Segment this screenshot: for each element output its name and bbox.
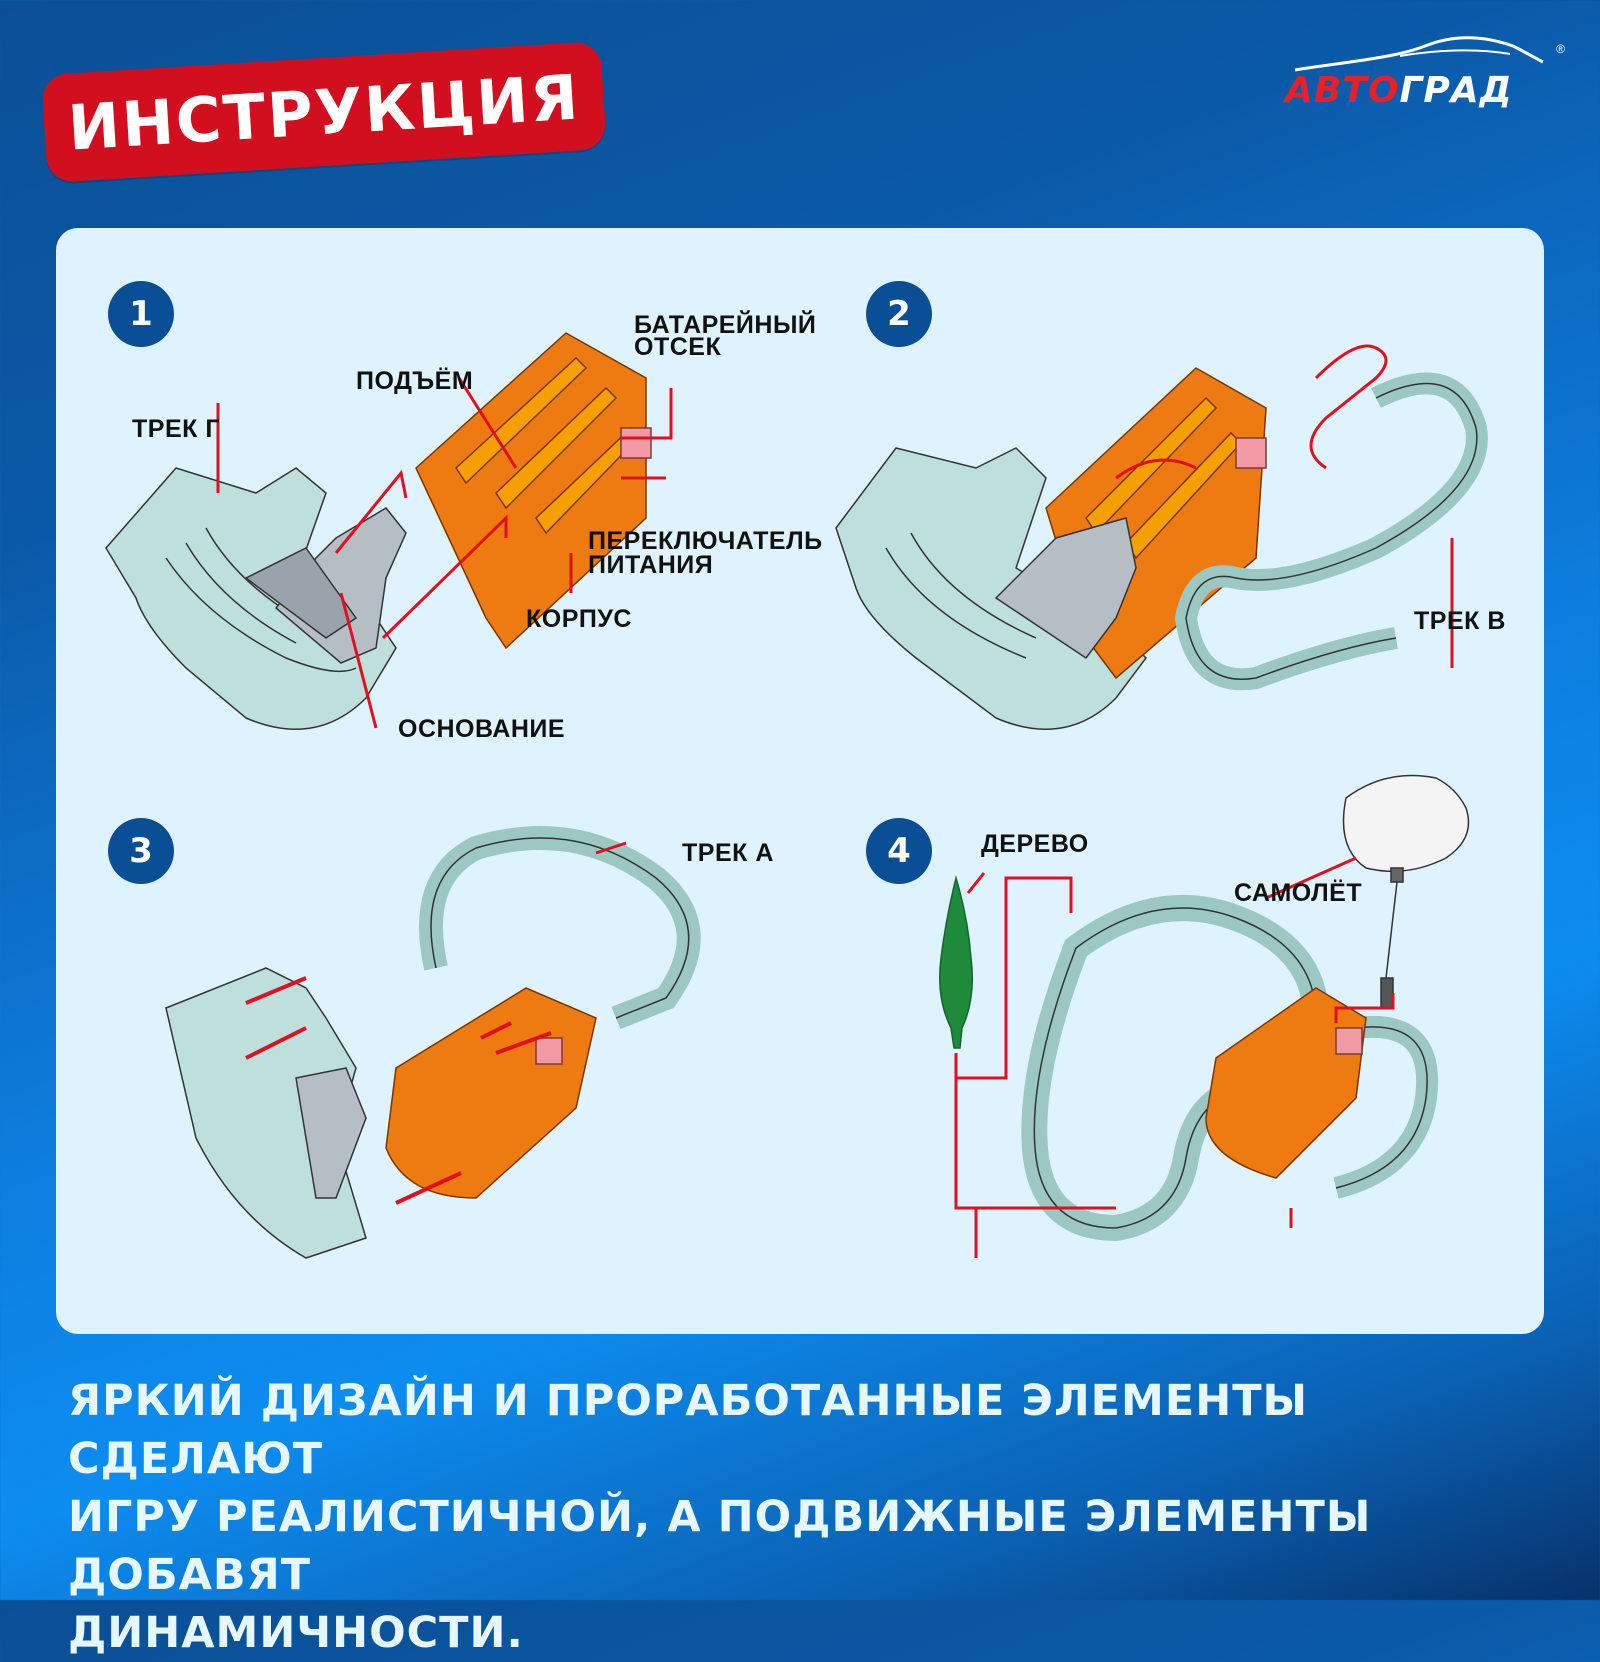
- base-part-icon: [295, 1067, 367, 1199]
- lift-body-icon: [1205, 987, 1367, 1179]
- label-lift: ПОДЪЁМ: [356, 367, 474, 395]
- step-4-illustration: [939, 774, 1470, 1258]
- label-body: КОРПУС: [526, 605, 632, 633]
- step-2-badge: 2: [866, 281, 932, 347]
- footer-line-3: ДИНАМИЧНОСТИ.: [68, 1608, 524, 1658]
- tree-icon: [939, 875, 974, 1049]
- label-plane: САМОЛЁТ: [1234, 879, 1363, 907]
- step-2-illustration: [835, 344, 1488, 730]
- lift-body-icon: [385, 987, 597, 1199]
- label-battery-1: БАТАРЕЙНЫЙ: [634, 311, 817, 339]
- lift-body-icon: [415, 332, 652, 650]
- step-4-badge: 4: [866, 818, 932, 884]
- step-1-badge: 1: [108, 281, 174, 347]
- label-tree: ДЕРЕВО: [981, 830, 1089, 858]
- instruction-panel: 1: [56, 228, 1544, 1334]
- label-track-v: ТРЕК В: [1414, 607, 1506, 635]
- step-1-illustration: [105, 332, 673, 730]
- footer-line-2: ИГРУ РЕАЛИСТИЧНОЙ, А ПОДВИЖНЫЕ ЭЛЕМЕНТЫ …: [68, 1492, 1372, 1600]
- title-badge: ИНСТРУКЦИЯ: [41, 41, 607, 183]
- footer-description: ЯРКИЙ ДИЗАЙН И ПРОРАБОТАННЫЕ ЭЛЕМЕНТЫ СД…: [68, 1372, 1548, 1662]
- label-switch-2: ПИТАНИЯ: [588, 551, 714, 579]
- track-v-icon: [1174, 372, 1488, 691]
- logo-text: АВТОГРАД: [1285, 70, 1513, 111]
- base-part-icon: [244, 507, 407, 664]
- label-battery-2: ОТСЕК: [634, 333, 722, 361]
- track-a-icon: [419, 826, 701, 1030]
- step-3-illustration: [165, 826, 701, 1259]
- base-part-icon: [994, 517, 1137, 660]
- label-track-g: ТРЕК Г: [132, 415, 220, 443]
- assembled-track-icon: [1021, 895, 1439, 1242]
- label-track-a: ТРЕК А: [682, 839, 774, 867]
- brand-logo: АВТОГРАД ®: [1285, 32, 1565, 112]
- label-base: ОСНОВАНИЕ: [398, 715, 566, 743]
- page-title: ИНСТРУКЦИЯ: [65, 59, 583, 165]
- plane-icon: [1342, 774, 1470, 1009]
- label-switch-1: ПЕРЕКЛЮЧАТЕЛЬ: [588, 527, 823, 555]
- registered-mark: ®: [1556, 42, 1565, 56]
- footer-line-1: ЯРКИЙ ДИЗАЙН И ПРОРАБОТАННЫЕ ЭЛЕМЕНТЫ СД…: [68, 1376, 1309, 1484]
- step-3-badge: 3: [108, 818, 174, 884]
- car-silhouette-icon: [1294, 36, 1544, 72]
